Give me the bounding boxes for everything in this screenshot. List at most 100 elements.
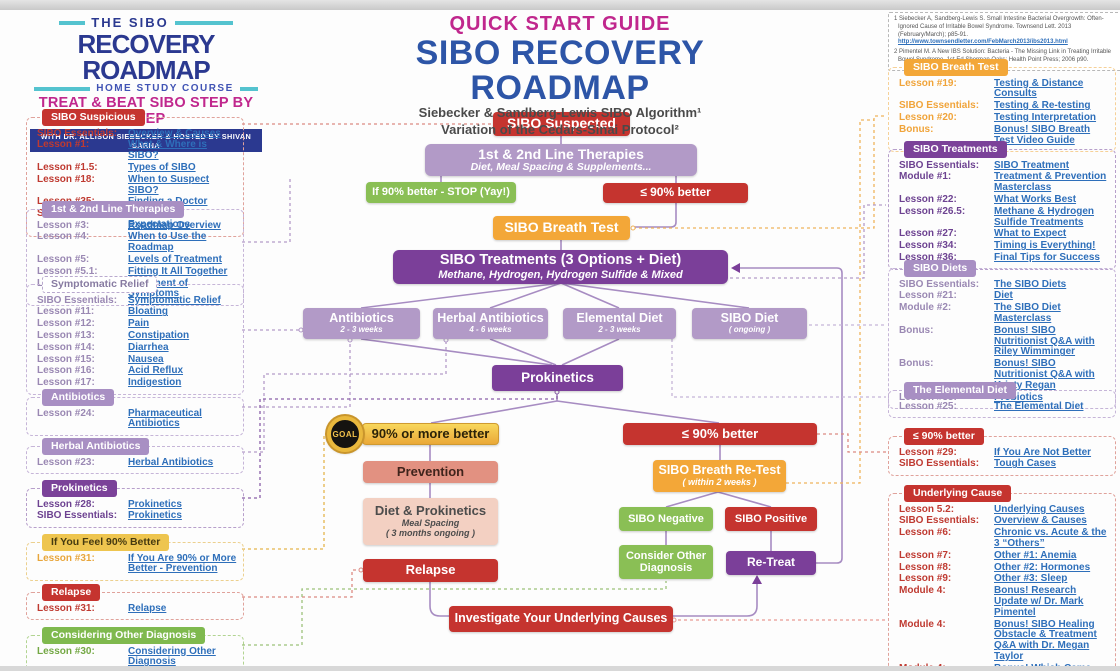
top-gray-strip <box>0 0 1120 10</box>
footnote-link[interactable]: http://www.townsendletter.com/FebMarch20… <box>898 39 1068 46</box>
lesson-link[interactable]: Other #2: Hormones <box>994 561 1091 573</box>
lesson-link[interactable]: What Works Best <box>994 193 1077 205</box>
lesson-link[interactable]: Testing Interpretation <box>994 111 1097 123</box>
lesson-label: SIBO Essentials: <box>37 510 118 522</box>
lesson-link[interactable]: Prokinetics <box>128 510 182 522</box>
lesson-link[interactable]: Methane & Hydrogen Sulfide Treatments <box>994 205 1095 228</box>
lesson-link[interactable]: Considering Other Diagnosis <box>128 645 216 668</box>
lesson-link[interactable]: Bonus! SIBO Healing Obstacle & Treatment… <box>994 618 1097 662</box>
lesson-label: Lesson #24: <box>37 407 95 419</box>
lesson-link[interactable]: Fitting It All Together <box>128 265 228 277</box>
lesson-link[interactable]: The Elemental Diet <box>994 400 1084 412</box>
lesson-link[interactable]: Testing & Re-testing <box>994 100 1091 112</box>
logo-line-the-sibo: THE SIBO <box>30 15 262 30</box>
lesson-link[interactable]: When to Use the Roadmap <box>128 231 207 254</box>
lesson-link[interactable]: If You Are 90% or More Better - Preventi… <box>128 552 237 575</box>
flow-node-title: SIBO Suspected <box>507 115 616 132</box>
lesson-link[interactable]: Other #3: Sleep <box>994 573 1068 585</box>
lesson-link[interactable]: Bonus! SIBO Nutritionist Q&A with Kristy… <box>994 358 1095 391</box>
bottom-gray-strip <box>0 666 1120 671</box>
lesson-link[interactable]: Pain <box>128 318 150 330</box>
lesson-link[interactable]: Other #1: Anemia <box>994 549 1077 561</box>
lesson-row: Lesson #16:Acid Reflux <box>37 366 237 377</box>
lesson-link[interactable]: What to Expect <box>994 228 1067 240</box>
lesson-link[interactable]: Timing is Everything! <box>994 240 1096 252</box>
lesson-row: Lesson #13:Constipation <box>37 329 237 342</box>
lesson-link[interactable]: Diarrhea <box>128 341 169 353</box>
lesson-link[interactable]: Prokinetics <box>128 498 182 510</box>
logo-line-home-study: HOME STUDY COURSE <box>30 83 262 94</box>
lesson-link[interactable]: Treatment of Symptoms <box>128 277 189 300</box>
lesson-link[interactable]: Herbal Antibiotics <box>128 456 214 468</box>
lesson-link[interactable]: Final Tips for Success <box>994 251 1100 263</box>
teal-bar <box>59 20 86 25</box>
lesson-link[interactable]: If You Are Not Better <box>994 446 1092 458</box>
flow-node-le-90-better-top: ≤ 90% better <box>603 183 748 203</box>
lesson-link[interactable]: SIBO Treatment <box>994 159 1070 171</box>
lesson-link[interactable]: Nausea <box>128 353 164 365</box>
lesson-row: SIBO Essentials:Tough Cases <box>899 459 1109 470</box>
lesson-link[interactable]: Probiotics <box>994 391 1043 403</box>
flow-node-title: Investigate Your Underlying Causes <box>454 611 668 626</box>
lesson-link[interactable]: Acid Reflux <box>128 365 184 377</box>
lesson-label: Lesson #1: <box>37 139 90 151</box>
lesson-label: Lesson #30: <box>37 645 95 657</box>
lesson-row: SIBO Essentials:Overview & Causes <box>899 516 1109 527</box>
lesson-link[interactable]: Diet <box>994 290 1013 302</box>
lesson-label: Lesson #22: <box>899 193 957 205</box>
lesson-row: Lesson #34:Timing is Everything! <box>899 240 1109 252</box>
lesson-label: SIBO Essentials: <box>899 159 980 171</box>
flow-node-sibo-negative: SIBO Negative <box>619 507 713 531</box>
lesson-box-header: Herbal Antibiotics <box>42 438 150 455</box>
lesson-row: Module 4:Bonus! SIBO Healing Obstacle & … <box>899 618 1109 663</box>
lesson-link[interactable]: The SIBO Diet Masterclass <box>994 302 1061 324</box>
flow-node-investigate-underlying-causes: Investigate Your Underlying Causes <box>449 606 673 632</box>
lesson-link[interactable]: Indigestion <box>128 377 182 389</box>
page-header: QUICK START GUIDE SIBO RECOVERY ROADMAP … <box>330 13 790 138</box>
lesson-row: SIBO Essentials: The SIBO Diets <box>899 278 1109 291</box>
lesson-link[interactable]: What & Where is SIBO? <box>128 139 207 162</box>
lesson-label: Lesson #19: <box>899 77 957 89</box>
lesson-link[interactable]: Treatment & Prevention Masterclass <box>994 171 1107 194</box>
lesson-label: SIBO Essentials: <box>899 278 980 290</box>
lesson-label: Lesson #5.1: <box>37 265 98 277</box>
flow-node-sibo-breath-test: SIBO Breath Test <box>493 216 630 240</box>
lesson-link[interactable]: When to Suspect SIBO? <box>128 173 210 196</box>
lesson-link[interactable]: Constipation <box>128 329 190 341</box>
lesson-link[interactable]: Symptomatic Relief <box>128 294 221 306</box>
flow-node-sibo-breath-retest: SIBO Breath Re-Test ( within 2 weeks ) <box>653 460 786 492</box>
lesson-link[interactable]: Chronic vs. Acute & the 3 “Others” <box>994 527 1107 549</box>
page-subtitle-2: Variation of the Cedars-Sinai Protocol² <box>441 121 679 137</box>
flow-node-subtitle: ( within 2 weeks ) <box>682 476 757 487</box>
lesson-link[interactable]: Tough Cases <box>994 458 1057 470</box>
lesson-box-header: SIBO Diets <box>904 260 977 277</box>
flow-node-title: SIBO Negative <box>628 512 704 525</box>
lesson-box-header: SIBO Suspicious <box>42 109 145 126</box>
flow-node-antibiotics: Antibiotics 2 - 3 weeks <box>303 308 420 339</box>
lesson-link[interactable]: Overview & Causes <box>994 515 1087 527</box>
lesson-link[interactable]: Levels of Treatment <box>128 253 222 265</box>
lesson-link[interactable]: Bonus! SIBO Nutritionist Q&A with Riley … <box>994 324 1095 358</box>
lesson-link[interactable]: Bonus! SIBO Breath Test Video Guide <box>994 123 1091 146</box>
lesson-link[interactable]: Overview & Causes <box>128 127 221 139</box>
lesson-link[interactable]: Testing & Distance Consults <box>994 77 1084 100</box>
page-subtitle-1: Siebecker & Sandberg-Lewis SIBO Algorith… <box>418 105 702 121</box>
lesson-label: Lesson #7: <box>899 549 952 561</box>
lesson-link[interactable]: Pharmaceutical Antibiotics <box>128 407 202 430</box>
flow-node-first-second-line-therapies: 1st & 2nd Line Therapies Diet, Meal Spac… <box>425 144 697 176</box>
lesson-link[interactable]: Underlying Causes <box>994 503 1085 515</box>
lesson-label: Lesson #11: <box>37 306 95 318</box>
lesson-link[interactable]: Types of SIBO <box>128 161 196 173</box>
lesson-link[interactable]: Bloating <box>128 306 168 318</box>
lesson-link[interactable]: Roadmap Overview <box>128 219 221 231</box>
lesson-link[interactable]: The SIBO Diets <box>994 278 1067 290</box>
flow-node-title: If 90% better - STOP (Yay!) <box>372 186 510 199</box>
flow-node-consider-other-diagnosis: Consider Other Diagnosis <box>619 545 713 579</box>
lesson-row: Lesson #5.1: Fitting It All Together <box>37 265 237 278</box>
lesson-link[interactable]: Relapse <box>128 602 167 614</box>
lesson-link[interactable]: Bonus! Research Update w/ Dr. Mark Pimen… <box>994 585 1084 618</box>
lesson-label: Lesson #25: <box>899 400 957 412</box>
